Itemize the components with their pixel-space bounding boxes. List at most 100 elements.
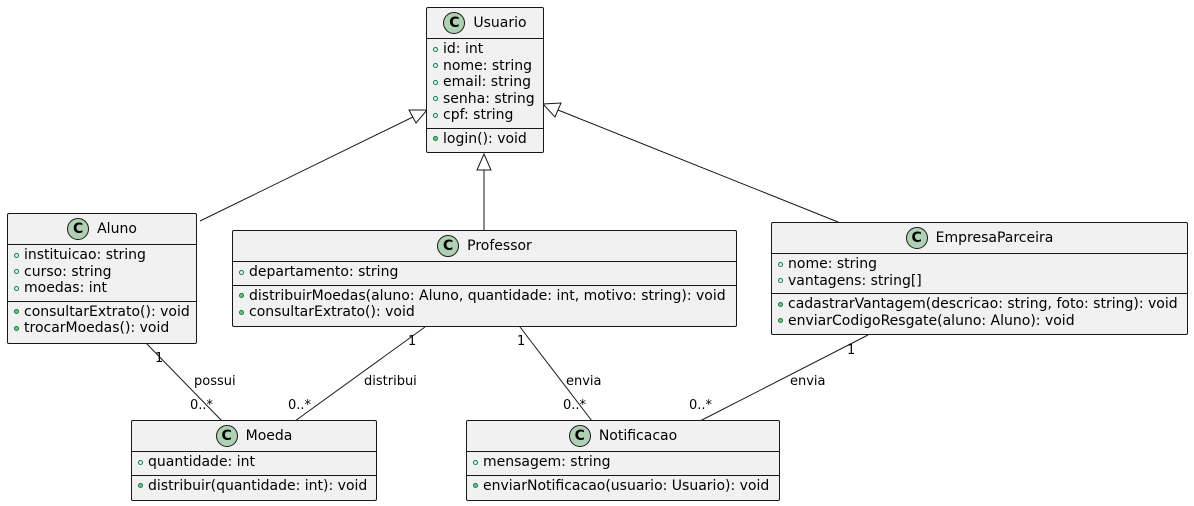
attributes-section: departamento: string	[233, 262, 736, 285]
attribute: quantidade: int	[138, 454, 370, 471]
class-notificacao[interactable]: C Notificacao mensagem: string enviarNot…	[466, 420, 780, 501]
public-visibility-icon	[239, 269, 244, 275]
class-header: C Aluno	[8, 214, 196, 245]
class-badge-icon: C	[568, 425, 591, 447]
attribute: moedas: int	[14, 280, 190, 297]
public-visibility-icon	[433, 112, 438, 118]
class-badge-icon: C	[443, 12, 466, 34]
methods-section: distribuir(quantidade: int): void	[132, 474, 376, 499]
class-name: Aluno	[97, 221, 137, 237]
attribute: nome: string	[778, 256, 1181, 273]
class-header: C Professor	[233, 231, 736, 262]
public-visibility-icon	[14, 269, 19, 275]
public-method-icon	[138, 483, 143, 489]
method: distribuir(quantidade: int): void	[138, 478, 370, 495]
method: cadastrarVantagem(descricao: string, fot…	[778, 296, 1181, 313]
attribute: cpf: string	[433, 107, 537, 124]
association-label: envia	[566, 374, 602, 389]
association-aluno-moeda	[145, 342, 223, 422]
public-method-icon	[433, 136, 438, 142]
multiplicity-label: 0..*	[288, 398, 312, 413]
generalization-empresa-usuario	[557, 109, 839, 223]
public-visibility-icon	[14, 285, 19, 291]
method: trocarMoedas(): void	[14, 320, 190, 337]
association-label: envia	[790, 374, 826, 389]
class-name: EmpresaParceira	[935, 230, 1054, 246]
public-visibility-icon	[14, 252, 19, 258]
multiplicity-label: 0..*	[563, 398, 587, 413]
attribute: email: string	[433, 74, 537, 91]
attributes-section: quantidade: int	[132, 452, 376, 475]
attribute: id: int	[433, 41, 537, 58]
attribute: curso: string	[14, 264, 190, 281]
method: enviarCodigoResgate(aluno: Aluno): void	[778, 313, 1181, 330]
multiplicity-label: 1	[847, 343, 856, 358]
multiplicity-label: 1	[408, 334, 417, 349]
association-professor-notificacao	[519, 326, 593, 422]
association-label: possui	[194, 374, 236, 389]
multiplicity-label: 0..*	[689, 398, 713, 413]
association-empresa-notificacao	[699, 334, 869, 422]
attributes-section: instituicao: string curso: string moedas…	[8, 245, 196, 301]
public-method-icon	[14, 309, 19, 315]
association-professor-moeda	[294, 326, 426, 422]
public-visibility-icon	[433, 63, 438, 69]
class-header: C Notificacao	[467, 421, 779, 452]
class-badge-icon: C	[437, 235, 460, 257]
method: login(): void	[433, 131, 537, 148]
class-moeda[interactable]: C Moeda quantidade: int distribuir(quant…	[131, 420, 377, 501]
generalization-aluno-usuario	[199, 115, 416, 222]
public-visibility-icon	[433, 96, 438, 102]
multiplicity-label: 1	[517, 334, 526, 349]
multiplicity-label: 1	[155, 351, 164, 366]
attribute: senha: string	[433, 91, 537, 108]
multiplicity-label: 0..*	[190, 398, 214, 413]
attribute: vantagens: string[]	[778, 273, 1181, 290]
public-visibility-icon	[778, 278, 783, 284]
class-header: C Usuario	[427, 8, 543, 39]
methods-section: enviarNotificacao(usuario: Usuario): voi…	[467, 474, 779, 499]
public-visibility-icon	[138, 459, 143, 465]
methods-section: distribuirMoedas(aluno: Aluno, quantidad…	[233, 284, 736, 325]
public-method-icon	[14, 325, 19, 331]
public-visibility-icon	[433, 46, 438, 52]
class-header: C Moeda	[132, 421, 376, 452]
public-method-icon	[239, 293, 244, 299]
public-visibility-icon	[778, 261, 783, 267]
public-method-icon	[473, 483, 478, 489]
class-badge-icon: C	[215, 425, 238, 447]
method: consultarExtrato(): void	[239, 304, 730, 321]
class-badge-icon: C	[905, 227, 928, 249]
attribute: departamento: string	[239, 264, 730, 281]
class-header: C EmpresaParceira	[772, 223, 1187, 254]
public-visibility-icon	[433, 79, 438, 85]
method: enviarNotificacao(usuario: Usuario): voi…	[473, 478, 773, 495]
attribute: mensagem: string	[473, 454, 773, 471]
public-method-icon	[778, 301, 783, 307]
class-name: Moeda	[245, 428, 293, 444]
public-method-icon	[778, 318, 783, 324]
public-method-icon	[239, 309, 244, 315]
class-name: Usuario	[473, 15, 527, 31]
association-label: distribui	[364, 374, 417, 389]
generalization-arrowhead	[541, 102, 562, 118]
attributes-section: mensagem: string	[467, 452, 779, 475]
generalization-arrowhead	[408, 109, 429, 124]
class-professor[interactable]: C Professor departamento: string distrib…	[232, 230, 737, 327]
methods-section: consultarExtrato(): void trocarMoedas():…	[8, 300, 196, 341]
method: consultarExtrato(): void	[14, 304, 190, 321]
class-usuario[interactable]: C Usuario id: int nome: string email: st…	[426, 7, 544, 153]
methods-section: cadastrarVantagem(descricao: string, fot…	[772, 293, 1187, 333]
generalization-arrowhead	[476, 152, 492, 171]
class-empresa-parceira[interactable]: C EmpresaParceira nome: string vantagens…	[771, 222, 1188, 335]
class-name: Professor	[467, 238, 532, 254]
attributes-section: id: int nome: string email: string senha…	[427, 39, 543, 128]
attribute: nome: string	[433, 58, 537, 75]
attributes-section: nome: string vantagens: string[]	[772, 254, 1187, 293]
public-visibility-icon	[473, 459, 478, 465]
class-badge-icon: C	[67, 218, 90, 240]
class-name: Notificacao	[598, 428, 678, 444]
class-aluno[interactable]: C Aluno instituicao: string curso: strin…	[7, 213, 197, 344]
methods-section: login(): void	[427, 127, 543, 152]
